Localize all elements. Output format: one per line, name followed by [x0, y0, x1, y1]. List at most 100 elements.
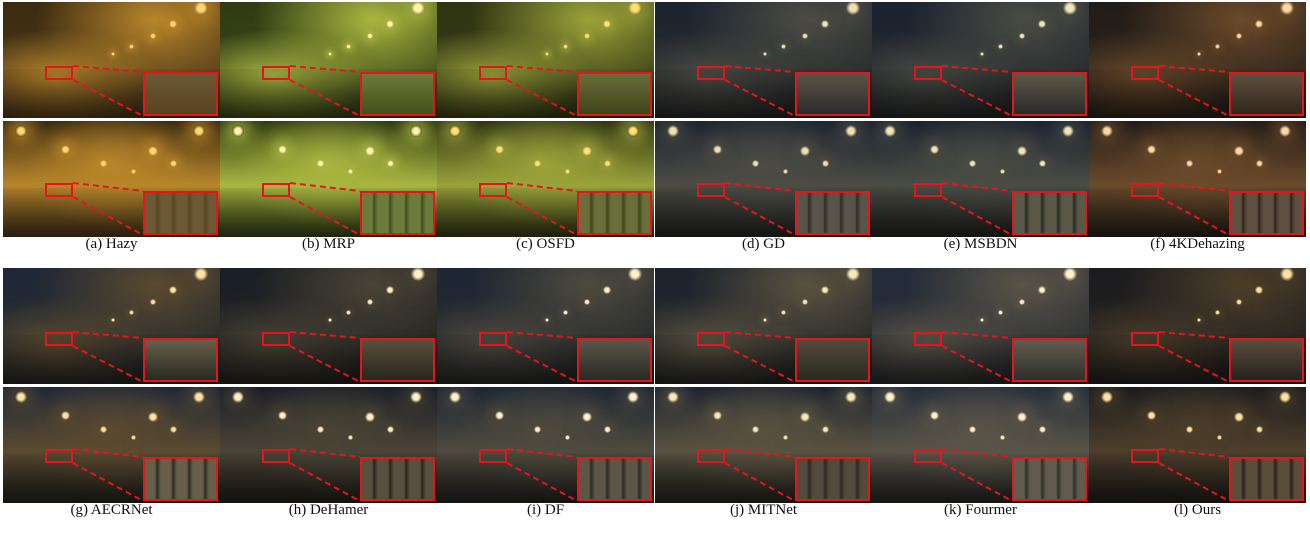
street-lamp-glow	[845, 391, 857, 403]
street-lamp-glow	[1185, 425, 1193, 433]
street-lamp-glow	[780, 309, 786, 315]
street-lamp-glow	[328, 318, 332, 322]
street-lamp-glow	[846, 2, 860, 15]
street-lamp-glow	[968, 425, 976, 433]
result-image-scene2	[1089, 121, 1306, 237]
zoomed-detail-inset	[360, 457, 435, 501]
result-image-scene2	[655, 121, 872, 237]
zoom-connector	[506, 331, 578, 383]
result-image-scene2	[437, 121, 654, 237]
street-lamp-glow	[603, 425, 611, 433]
street-lamp-glow	[1063, 2, 1077, 15]
street-lamp-glow	[194, 2, 208, 15]
region-of-interest-box	[45, 66, 73, 80]
street-lamp-glow	[60, 410, 70, 420]
street-lamp-glow	[603, 286, 611, 294]
result-image-scene1	[3, 2, 220, 118]
zoom-connector	[941, 448, 1013, 502]
result-image-scene1	[1089, 2, 1306, 118]
method-caption: (j) MITNet	[729, 502, 798, 518]
zoom-connector	[724, 331, 796, 383]
result-image-scene1	[872, 268, 1089, 384]
street-lamp-glow	[1019, 299, 1025, 305]
street-lamp-glow	[980, 52, 984, 56]
street-lamp-glow	[821, 20, 829, 28]
zoomed-detail-inset	[143, 72, 218, 116]
region-of-interest-box	[262, 449, 290, 463]
zoom-connector	[72, 448, 144, 502]
zoomed-detail-inset	[1229, 191, 1304, 235]
street-lamp-glow	[111, 318, 115, 322]
zoomed-detail-inset	[360, 72, 435, 116]
street-lamp-glow	[751, 425, 759, 433]
street-lamp-glow	[194, 268, 208, 281]
zoom-connector	[289, 448, 361, 502]
method-caption: (d) GD	[742, 236, 785, 252]
region-of-interest-box	[1131, 183, 1159, 197]
street-lamp-glow	[386, 425, 394, 433]
street-lamp-glow	[410, 391, 422, 403]
zoomed-detail-inset	[795, 191, 870, 235]
street-lamp-glow	[997, 43, 1003, 49]
region-of-interest-box	[1131, 66, 1159, 80]
street-lamp-glow	[628, 2, 642, 15]
street-lamp-glow	[328, 52, 332, 56]
region-of-interest-box	[914, 332, 942, 346]
zoomed-detail-inset	[1229, 72, 1304, 116]
street-lamp-glow	[193, 125, 205, 137]
street-lamp-glow	[15, 391, 27, 403]
street-lamp-glow	[562, 43, 568, 49]
street-lamp-glow	[1146, 410, 1156, 420]
result-image-scene1	[220, 2, 437, 118]
zoomed-detail-inset	[795, 338, 870, 382]
method-caption: (b) MRP	[302, 236, 355, 252]
region-of-interest-box	[697, 183, 725, 197]
result-image-scene1	[655, 268, 872, 384]
street-lamp-glow	[1280, 268, 1294, 281]
result-image-scene2	[655, 387, 872, 503]
zoom-connector	[72, 331, 144, 383]
result-image-scene1	[220, 268, 437, 384]
zoom-connector	[289, 65, 361, 117]
street-lamp-glow	[627, 125, 639, 137]
street-lamp-glow	[1101, 125, 1113, 137]
zoom-connector	[724, 65, 796, 117]
street-lamp-glow	[277, 144, 287, 154]
method-caption: (f) 4KDehazing	[1150, 236, 1245, 252]
zoomed-detail-inset	[143, 457, 218, 501]
street-lamp-glow	[111, 52, 115, 56]
street-lamp-glow	[1234, 146, 1244, 156]
region-of-interest-box	[697, 66, 725, 80]
method-caption: (h) DeHamer	[288, 502, 369, 518]
street-lamp-glow	[367, 33, 373, 39]
region-of-interest-box	[697, 449, 725, 463]
street-lamp-glow	[1279, 391, 1291, 403]
street-lamp-glow	[763, 52, 767, 56]
method-caption: (g) AECRNet	[70, 502, 153, 518]
street-lamp-glow	[277, 410, 287, 420]
zoomed-detail-inset	[795, 457, 870, 501]
zoom-connector	[289, 182, 361, 236]
street-lamp-glow	[1017, 146, 1027, 156]
region-of-interest-box	[479, 332, 507, 346]
street-lamp-glow	[1279, 125, 1291, 137]
street-lamp-glow	[782, 168, 788, 174]
street-lamp-glow	[1280, 2, 1294, 15]
street-lamp-glow	[999, 168, 1005, 174]
result-image-scene1	[437, 268, 654, 384]
result-image-scene1	[1089, 268, 1306, 384]
street-lamp-glow	[169, 159, 177, 167]
result-image-scene2	[3, 121, 220, 237]
street-lamp-glow	[667, 125, 679, 137]
street-lamp-glow	[1062, 391, 1074, 403]
street-lamp-glow	[128, 43, 134, 49]
street-lamp-glow	[884, 391, 896, 403]
street-lamp-glow	[1101, 391, 1113, 403]
zoomed-detail-inset	[795, 72, 870, 116]
result-image-scene2	[220, 121, 437, 237]
region-of-interest-box	[479, 449, 507, 463]
street-lamp-glow	[1038, 159, 1046, 167]
street-lamp-glow	[533, 425, 541, 433]
street-lamp-glow	[584, 299, 590, 305]
